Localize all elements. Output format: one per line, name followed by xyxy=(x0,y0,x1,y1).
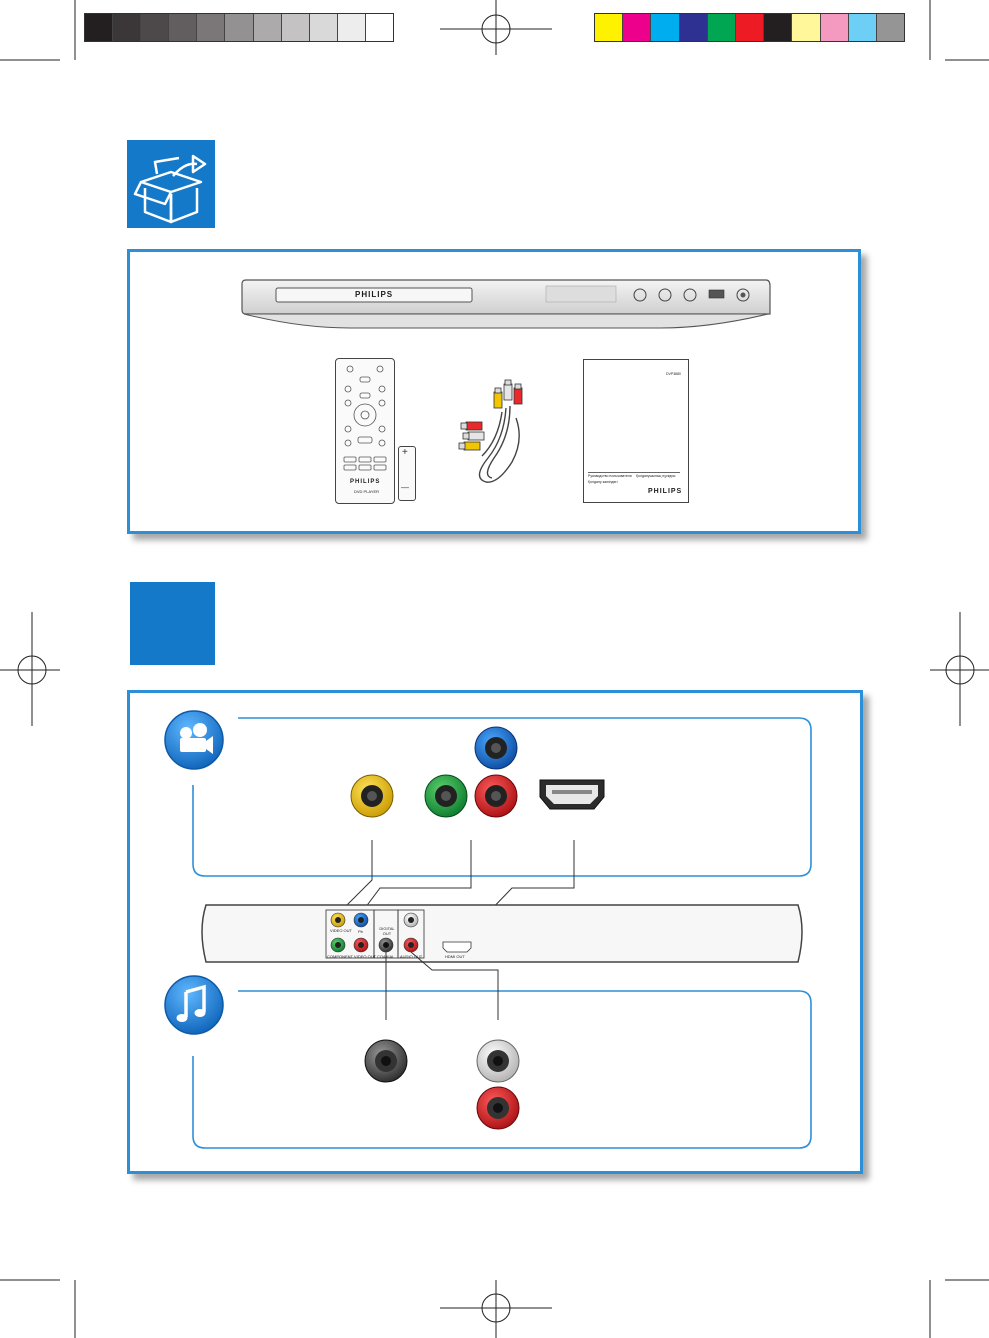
gray-swatch xyxy=(169,14,198,41)
audio-white-jack xyxy=(476,1039,520,1083)
gray-swatch xyxy=(141,14,170,41)
color-swatch xyxy=(735,14,765,41)
battery-minus-label: — xyxy=(401,483,409,492)
component-video-out-label: COMPONENT VIDEO OUT xyxy=(327,954,377,959)
gray-swatch xyxy=(365,14,394,41)
color-swatch xyxy=(764,14,793,41)
grayscale-calibration-bar xyxy=(84,13,394,42)
gray-swatch xyxy=(85,14,114,41)
remote-buttons-icon xyxy=(343,365,387,471)
color-swatch xyxy=(792,14,821,41)
open-box-arrow-icon xyxy=(133,154,207,224)
audio-out-label: AUDIO OUT xyxy=(400,954,423,959)
hdmi-port xyxy=(539,779,605,810)
gray-swatch xyxy=(113,14,142,41)
gray-swatch xyxy=(281,14,310,41)
connect-section-tile xyxy=(130,582,215,665)
color-swatch xyxy=(679,14,708,41)
component-blue-jack xyxy=(474,726,518,770)
color-swatch xyxy=(848,14,877,41)
remote-model-label: DVD PLAYER xyxy=(354,489,380,494)
battery: + — xyxy=(398,446,416,501)
gray-swatch xyxy=(197,14,226,41)
video-out-label: VIDEO OUT xyxy=(330,928,353,933)
manual-brand-label: PHILIPS xyxy=(648,488,683,495)
composite-yellow-jack xyxy=(350,774,394,818)
box-contents-panel: PHILIPS PHILIPS DVD PLAYER + — xyxy=(127,249,861,534)
av-cable-illustration xyxy=(458,379,523,483)
color-calibration-bar xyxy=(594,13,905,42)
gray-swatch xyxy=(337,14,366,41)
digital-out-label: DIGITAL OUT xyxy=(379,926,395,936)
manual-model-label: DVP3880 xyxy=(666,372,681,376)
hdmi-out-label: HDMI OUT xyxy=(445,954,465,959)
player-brand-label: PHILIPS xyxy=(355,290,394,299)
manual-title-right: Қолданушының нұсқауы xyxy=(636,474,676,478)
color-swatch xyxy=(623,14,652,41)
video-camera-icon xyxy=(164,710,224,770)
color-swatch xyxy=(707,14,736,41)
color-swatch xyxy=(651,14,680,41)
manual-title-left-2: Қолдану жөніндегі xyxy=(588,480,618,484)
pb-label: Pb xyxy=(358,929,363,934)
coaxial-label: COAXIAL xyxy=(377,954,395,959)
dvd-player-illustration xyxy=(241,279,771,329)
whats-in-the-box-tile xyxy=(127,140,215,228)
remote-control: PHILIPS DVD PLAYER xyxy=(335,358,395,504)
rear-panel-jacks xyxy=(325,909,472,959)
battery-plus-label: + xyxy=(402,447,408,458)
color-swatch xyxy=(876,14,905,41)
coaxial-black-jack xyxy=(364,1039,408,1083)
music-note-icon xyxy=(164,975,224,1035)
color-swatch xyxy=(595,14,624,41)
gray-swatch xyxy=(253,14,282,41)
manual-divider xyxy=(588,472,680,473)
user-manual: DVP3880 Руководство пользователя Қолдану… xyxy=(583,359,689,503)
component-green-jack xyxy=(424,774,468,818)
gray-swatch xyxy=(309,14,338,41)
gray-swatch xyxy=(225,14,254,41)
audio-red-jack xyxy=(476,1086,520,1130)
color-swatch xyxy=(820,14,849,41)
manual-title-left: Руководство пользователя xyxy=(588,474,632,478)
component-red-jack xyxy=(474,774,518,818)
remote-brand-label: PHILIPS xyxy=(350,479,381,485)
